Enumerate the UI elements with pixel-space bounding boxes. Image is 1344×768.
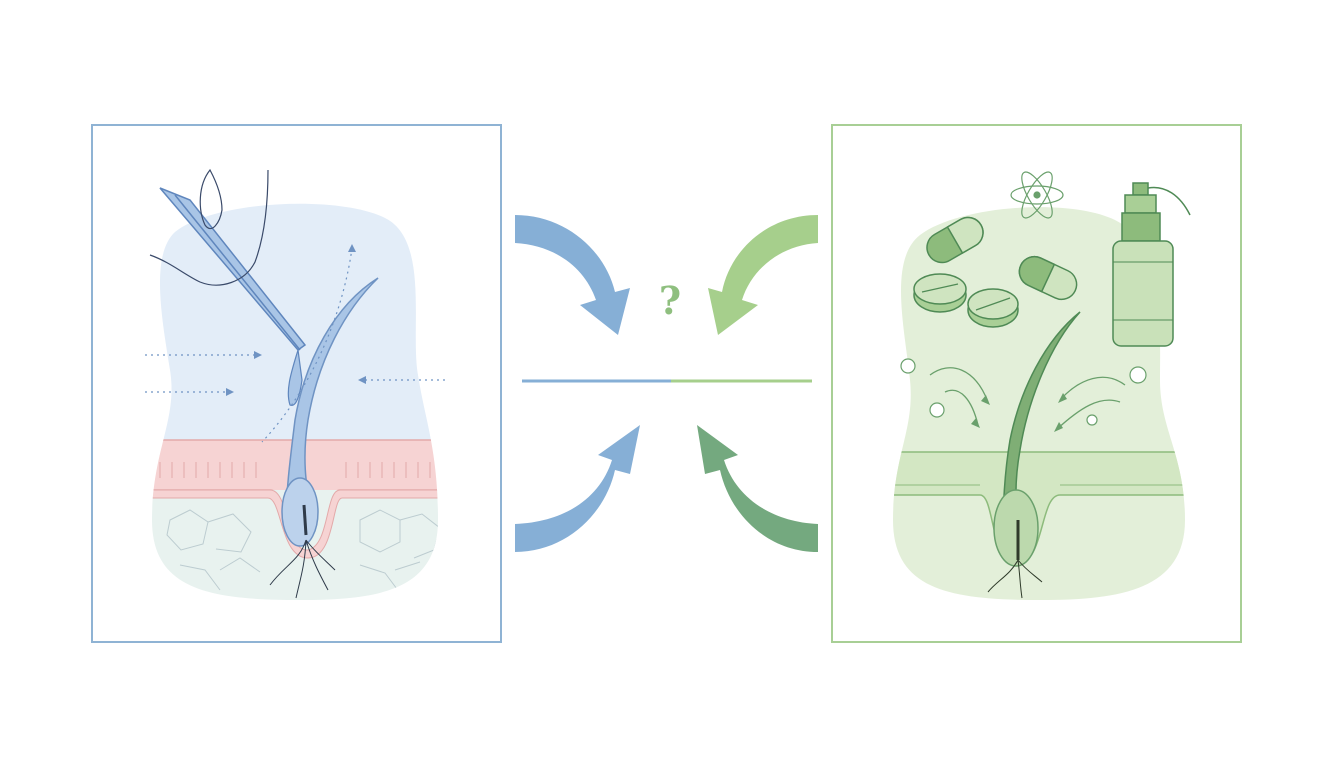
center-comparison [515,215,818,552]
absorption-arrows [929,367,1126,431]
left-panel-mechanical-removal [91,124,502,643]
right-panel-chemical-treatment [831,124,1242,643]
blue-arrow-top [515,215,630,335]
blue-arrow-bottom [515,425,640,552]
tablet-icon [913,273,1019,328]
question-mark: ? [658,278,682,323]
hand-outline-icon [149,168,269,286]
green-arrow-top [708,215,818,335]
motion-arrows [145,247,445,443]
spray-bottle-icon [1112,182,1191,347]
green-arrow-bottom [697,425,818,552]
molecule-icons [900,358,1147,426]
capsule-icon [926,216,1078,301]
atom-icon [1010,171,1064,219]
tweezers-icon [159,187,307,406]
